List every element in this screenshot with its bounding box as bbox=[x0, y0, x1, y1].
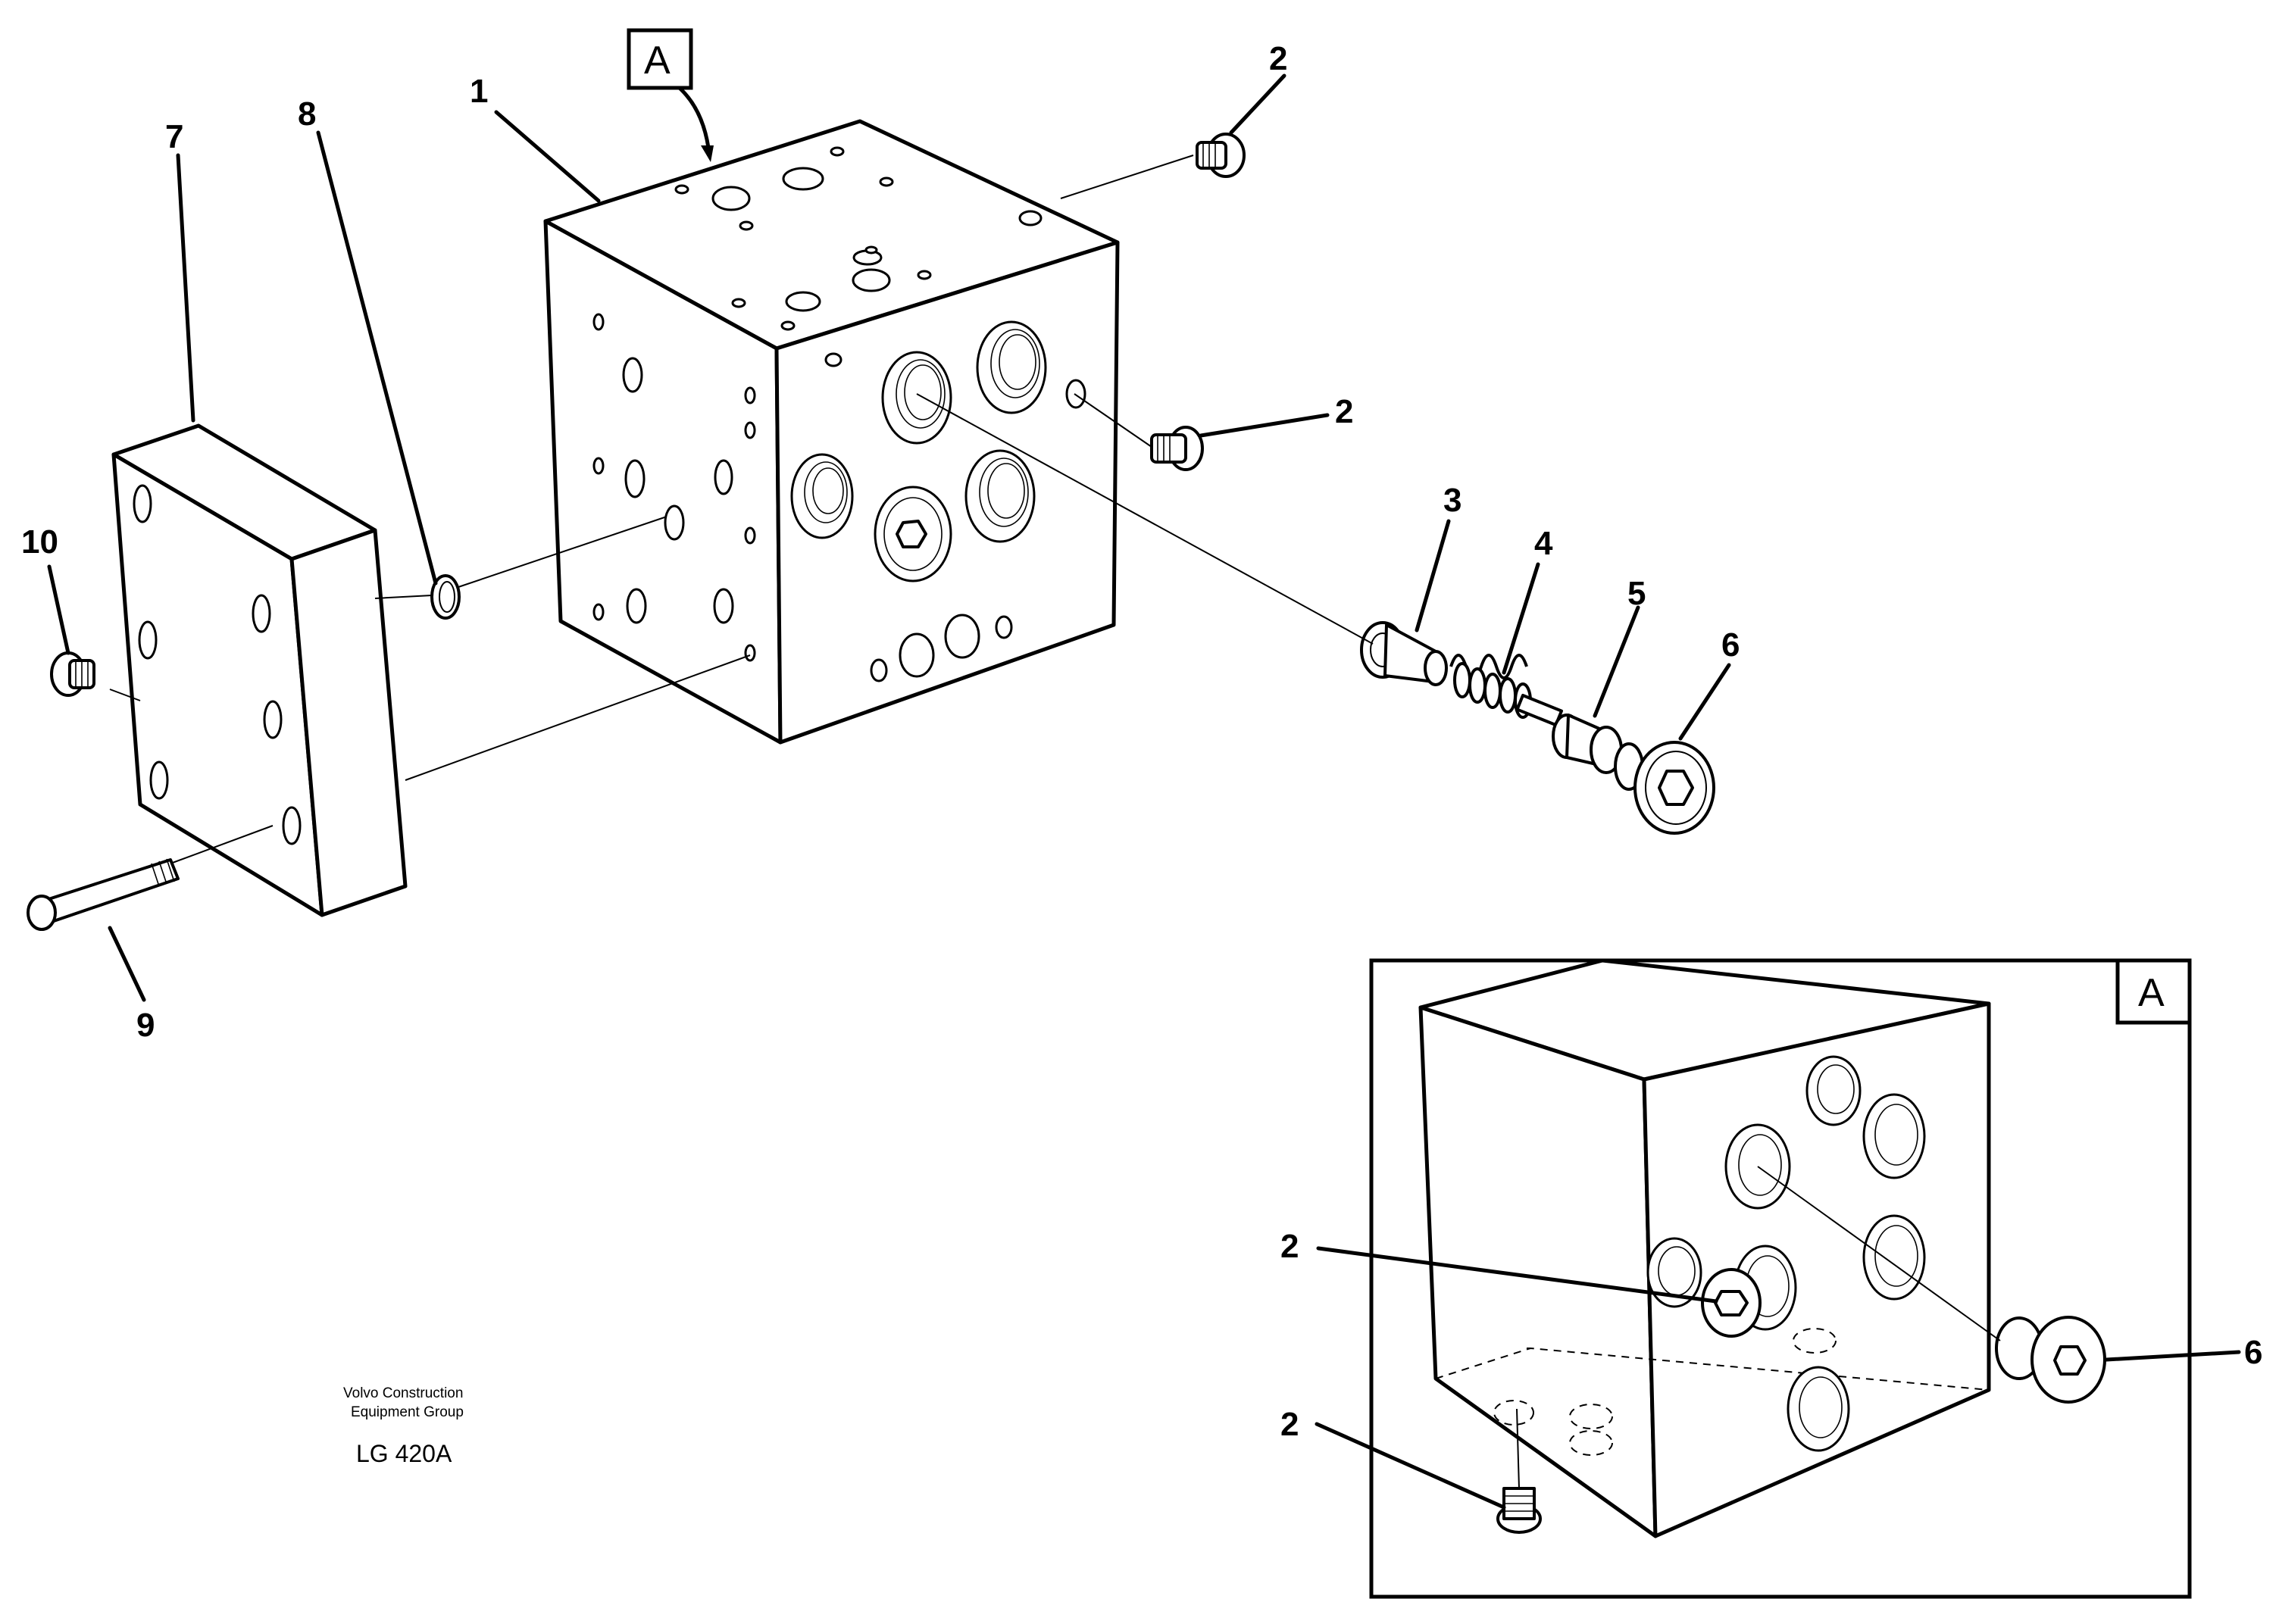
callout-leaders bbox=[47, 73, 1731, 1002]
callout-6: 6 bbox=[1721, 626, 1740, 664]
callout-9: 9 bbox=[136, 1007, 155, 1044]
plug-part-10 bbox=[50, 651, 95, 697]
callout-7: 7 bbox=[165, 118, 183, 155]
drawing-code: LG 420A bbox=[356, 1440, 452, 1467]
detail-view-label: A bbox=[2138, 971, 2165, 1015]
callout-2-side: 2 bbox=[1335, 393, 1353, 430]
o-ring bbox=[430, 574, 461, 620]
publisher-line-2: Equipment Group bbox=[351, 1404, 464, 1420]
callout-2-top: 2 bbox=[1269, 40, 1287, 77]
right-face-ports bbox=[790, 320, 1086, 682]
left-face-ports bbox=[592, 313, 756, 662]
spool-assembly bbox=[1360, 621, 1715, 835]
callout-5: 5 bbox=[1627, 575, 1646, 612]
detail-plug-part-6 bbox=[1995, 1316, 2106, 1404]
valve-seat-part-3 bbox=[1360, 621, 1448, 686]
publisher-line-1: Volvo Construction bbox=[343, 1385, 463, 1401]
callout-labels: 1 2 2 3 4 5 6 7 8 9 10 bbox=[21, 40, 1740, 1044]
detail-plug-front bbox=[1701, 1268, 1762, 1338]
cover-plate bbox=[111, 423, 408, 917]
detail-callout-2-upper: 2 bbox=[1280, 1228, 1299, 1265]
detail-callout-6: 6 bbox=[2244, 1334, 2262, 1371]
detail-callout-2-lower: 2 bbox=[1280, 1406, 1299, 1443]
top-face-ports bbox=[674, 146, 1043, 331]
view-marker-a: A bbox=[627, 28, 693, 90]
assembly-lines bbox=[109, 155, 1374, 864]
valve-block-main bbox=[543, 119, 1120, 745]
callout-8: 8 bbox=[298, 95, 316, 133]
spring-part-4 bbox=[1449, 654, 1563, 727]
spool-part-5 bbox=[1552, 714, 1623, 774]
callout-3: 3 bbox=[1443, 482, 1461, 519]
callout-10: 10 bbox=[21, 523, 58, 561]
plug-part-2-top bbox=[1196, 133, 1246, 178]
detail-ports bbox=[1493, 1055, 1926, 1456]
bolt-part-9 bbox=[27, 858, 180, 931]
svg-text:A: A bbox=[644, 39, 671, 83]
callout-1: 1 bbox=[470, 73, 488, 110]
drawing-footer: Volvo Construction Equipment Group LG 42… bbox=[343, 1385, 464, 1467]
detail-view-a: A bbox=[1280, 958, 2262, 1599]
detail-plug-part-2-lower bbox=[1496, 1487, 1542, 1534]
plug-part-2-side bbox=[1150, 426, 1204, 471]
callout-4: 4 bbox=[1534, 525, 1553, 562]
end-plug-part-6 bbox=[1614, 741, 1715, 835]
